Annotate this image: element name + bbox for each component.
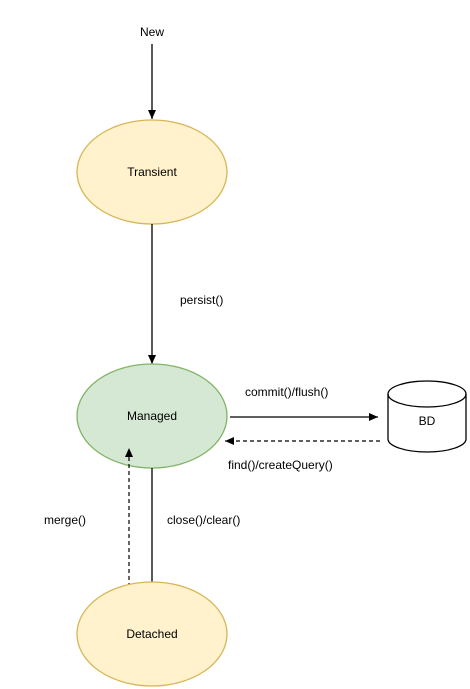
- node-transient: Transient: [76, 119, 228, 225]
- node-managed: Managed: [76, 363, 228, 469]
- node-database: BD: [387, 380, 467, 453]
- database-cylinder-rim: [387, 393, 467, 408]
- detached-ellipse: [76, 581, 228, 687]
- database-cylinder: [387, 380, 467, 453]
- close-label: close()/clear(): [167, 513, 240, 527]
- start-label: New: [140, 25, 164, 39]
- find-label: find()/createQuery(): [228, 458, 333, 472]
- node-detached: Detached: [76, 581, 228, 687]
- persist-label: persist(): [180, 293, 223, 307]
- merge-label: merge(): [44, 513, 86, 527]
- detached-label: Detached: [126, 627, 177, 641]
- transient-label: Transient: [127, 165, 177, 179]
- commit-label: commit()/flush(): [245, 385, 328, 399]
- managed-label: Managed: [127, 409, 177, 423]
- database-label: BD: [419, 414, 436, 428]
